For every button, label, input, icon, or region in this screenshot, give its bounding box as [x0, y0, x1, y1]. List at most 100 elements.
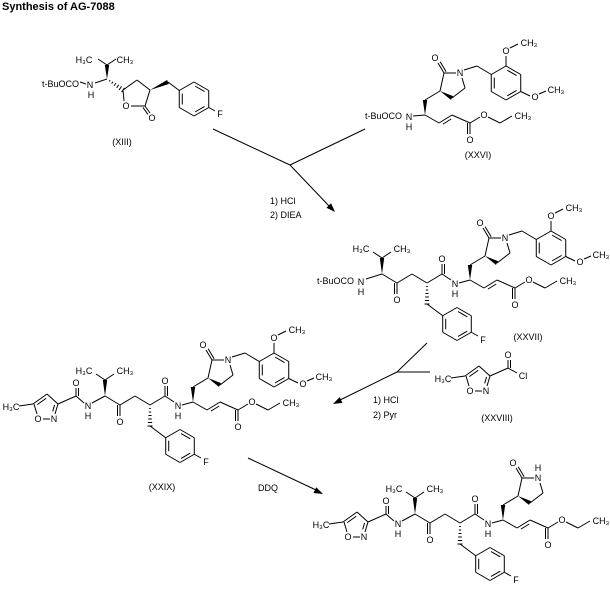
- bond: [32, 393, 48, 405]
- bond: [381, 273, 398, 284]
- atom-label: O: [72, 378, 79, 388]
- bond: [342, 511, 358, 523]
- bond: [142, 107, 149, 115]
- bond: [396, 342, 428, 373]
- bond: [104, 373, 115, 381]
- reagent-label: 1) HCl: [373, 395, 399, 405]
- bond: [179, 429, 195, 439]
- atom-label: O: [431, 53, 438, 63]
- bond: [104, 395, 121, 406]
- arrowhead-icon: [333, 397, 343, 404]
- bond: [461, 77, 466, 89]
- bond: [343, 521, 348, 533]
- atom-label: N: [225, 355, 232, 365]
- reaction-arrow-2: 1) HCl 2) Pyr: [333, 342, 430, 420]
- bond: [194, 105, 205, 113]
- bond: [381, 251, 392, 259]
- bond: [496, 279, 516, 289]
- bond: [424, 114, 440, 124]
- reagent-label: 1) HCl: [270, 196, 296, 206]
- bond: [482, 227, 490, 239]
- atom-label: CH₃: [560, 276, 577, 286]
- bond: [277, 330, 287, 336]
- wedge-bond: [104, 65, 110, 79]
- bond: [134, 395, 151, 406]
- wedge-bond: [102, 380, 108, 396]
- bond: [506, 89, 517, 97]
- compound-label: (XXVI): [465, 150, 492, 160]
- atom-label: CH₃: [427, 484, 444, 494]
- atom-label: CH₃: [283, 398, 300, 408]
- bond: [508, 230, 523, 236]
- atom-label: O: [393, 295, 400, 305]
- bond: [118, 86, 122, 91]
- wedge-bond: [467, 265, 473, 280]
- bond: [412, 114, 426, 117]
- bond: [487, 116, 501, 124]
- bond: [364, 521, 369, 533]
- bond: [451, 87, 466, 99]
- bond: [474, 513, 485, 521]
- atom-label: O: [480, 110, 487, 120]
- bond: [79, 81, 87, 85]
- bond: [506, 242, 511, 254]
- atom-label: N: [535, 473, 542, 483]
- compound-label: (XXIX): [149, 482, 176, 492]
- bond: [517, 466, 525, 477]
- bond: [289, 164, 331, 208]
- bond: [484, 237, 490, 257]
- bond: [442, 118, 452, 125]
- bond: [536, 230, 552, 240]
- atom-label: N: [361, 532, 368, 542]
- bond: [457, 330, 468, 337]
- atom-label: F: [513, 575, 519, 585]
- bond: [458, 279, 471, 284]
- atom-label: O: [547, 211, 554, 221]
- bond: [539, 482, 544, 494]
- bond: [179, 453, 195, 463]
- atom-label: O: [504, 350, 511, 360]
- bond: [538, 90, 547, 95]
- wedge-bond: [500, 505, 506, 520]
- atom-label: CH₃: [515, 111, 532, 121]
- bond: [328, 521, 344, 525]
- bond: [532, 281, 546, 289]
- atom-label: O: [544, 540, 551, 550]
- bond: [463, 65, 478, 71]
- bond: [144, 89, 151, 107]
- bond: [193, 107, 209, 117]
- atom-label: N: [485, 519, 492, 529]
- bond: [484, 376, 488, 384]
- bond: [487, 283, 497, 290]
- bond: [554, 208, 564, 214]
- bond: [144, 105, 151, 114]
- reagent-label: 2) Pyr: [373, 410, 397, 420]
- bond: [116, 84, 120, 89]
- atom-label: CH₃: [394, 244, 411, 254]
- reagent-label: DDQ: [258, 483, 278, 493]
- bond: [478, 365, 491, 377]
- atom-label: O: [199, 340, 206, 350]
- bond: [306, 377, 315, 382]
- bond: [442, 331, 458, 341]
- atom-label: H: [175, 411, 182, 421]
- bond: [57, 395, 77, 405]
- atom-label: CH₃: [566, 203, 583, 213]
- atom-label: O: [34, 414, 41, 424]
- atom-label: H: [88, 90, 95, 100]
- atom-label: H₃C: [386, 484, 403, 494]
- wedge-bond: [485, 256, 499, 265]
- atom-label: N: [406, 112, 413, 122]
- bond: [207, 359, 213, 379]
- bond: [405, 491, 416, 499]
- bond: [459, 543, 477, 557]
- bond: [94, 78, 108, 84]
- atom-label: Cl: [519, 371, 528, 381]
- bond: [551, 234, 562, 242]
- bond: [544, 280, 558, 289]
- wedge-bond: [190, 387, 196, 402]
- bond: [475, 547, 491, 557]
- atom-label: N: [483, 386, 490, 396]
- bond: [194, 453, 202, 459]
